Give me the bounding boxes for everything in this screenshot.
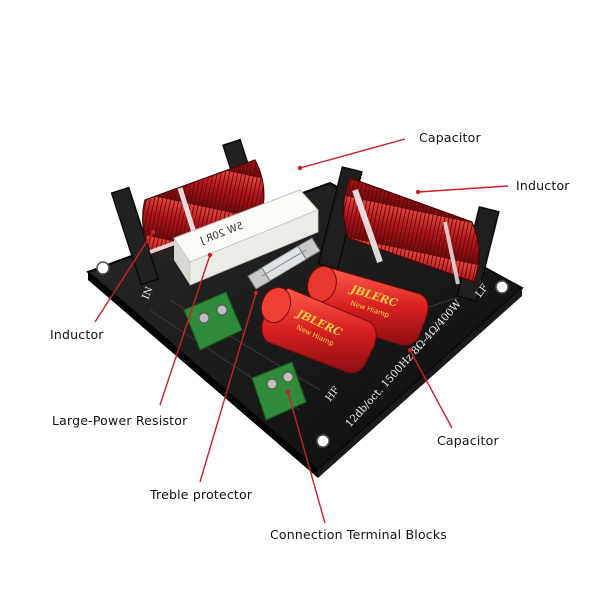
label-capacitor-right: Capacitor bbox=[437, 433, 499, 448]
leader-capacitor-top bbox=[299, 138, 406, 169]
mount-hole bbox=[316, 434, 330, 448]
label-inductor-right: Inductor bbox=[516, 178, 570, 193]
label-inductor-left: Inductor bbox=[50, 327, 104, 342]
leader-dots bbox=[150, 165, 421, 395]
label-capacitor-top: Capacitor bbox=[419, 130, 481, 145]
treble-protector-fuse bbox=[247, 237, 321, 290]
label-large-power-resistor: Large-Power Resistor bbox=[52, 413, 188, 428]
inductor-right bbox=[317, 166, 500, 302]
capacitor-back: JBLERC New Hiamp bbox=[307, 265, 429, 346]
leader-terminal-blocks bbox=[287, 391, 326, 524]
board-label-in: IN bbox=[141, 285, 156, 301]
large-power-resistor: 5W 20R J bbox=[173, 189, 319, 286]
leader-lines bbox=[94, 138, 509, 524]
leader-capacitor-right bbox=[409, 349, 453, 429]
mount-hole bbox=[495, 280, 509, 294]
leader-resistor bbox=[159, 254, 211, 406]
leader-inductor-right bbox=[417, 185, 509, 193]
leader-treble-protector bbox=[199, 292, 257, 483]
terminal-block-in bbox=[183, 291, 243, 351]
leader-inductor-left bbox=[94, 231, 154, 323]
label-connection-terminal-blocks: Connection Terminal Blocks bbox=[270, 527, 448, 542]
label-treble-protector: Treble protector bbox=[150, 487, 253, 502]
mount-hole bbox=[96, 261, 110, 275]
capacitor-front: JBLERC New Hiamp bbox=[260, 287, 377, 374]
